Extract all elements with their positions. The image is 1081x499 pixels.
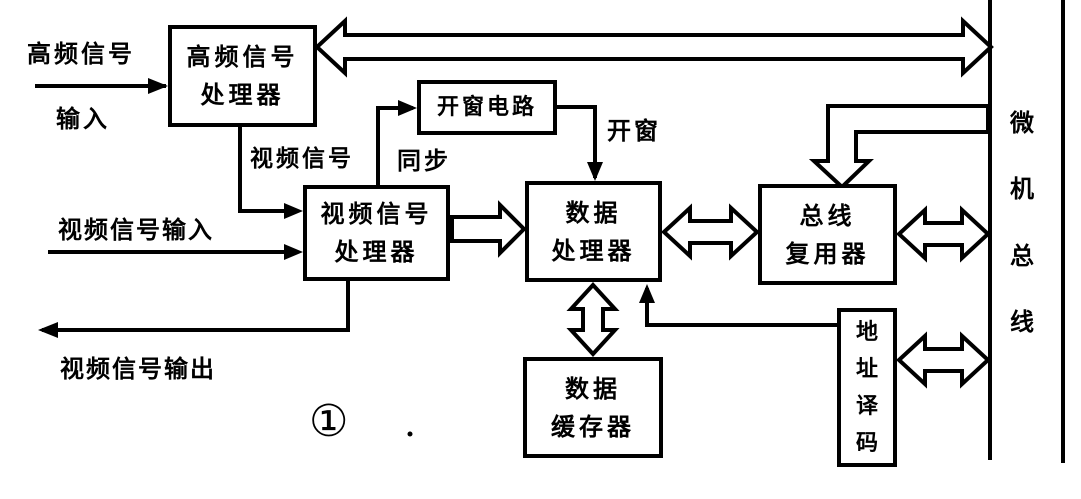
box-data-buffer-line2: 缓存器 <box>551 412 635 441</box>
box-window-circuit-label: 开窗电路 <box>436 94 537 120</box>
video-output-line <box>42 281 350 332</box>
label-hf-input-line2: 输入 <box>56 105 110 133</box>
arrowhead-sync <box>398 100 417 116</box>
box-address-decoder: 地 址 译 码 <box>837 308 897 467</box>
figure-number-marker: ① <box>309 396 349 447</box>
box-bus-multiplexer-line1: 总线 <box>799 201 856 230</box>
box-hf-signal-processor-line1: 高频信号 <box>186 43 299 71</box>
box-video-signal-processor: 视频信号 处理器 <box>303 185 450 281</box>
box-window-circuit: 开窗电路 <box>417 80 557 135</box>
label-hf-input-line1: 高频信号 <box>27 40 135 68</box>
label-window: 开窗 <box>607 117 661 145</box>
box-hf-signal-processor-line2: 处理器 <box>200 81 285 109</box>
arrowhead-video-input <box>284 244 303 260</box>
address-decode-line <box>645 288 837 327</box>
arrowhead-address-decode <box>639 284 655 303</box>
arrowhead-video-output <box>38 322 58 338</box>
box-address-decoder-char3: 译 <box>855 393 878 419</box>
bus-label-char3: 总 <box>1010 241 1034 270</box>
box-data-processor-line1: 数据 <box>565 198 622 227</box>
box-address-decoder-char1: 地 <box>855 319 878 345</box>
box-video-signal-processor-line2: 处理器 <box>334 238 419 266</box>
box-hf-signal-processor: 高频信号 处理器 <box>168 25 317 127</box>
box-video-signal-processor-line1: 视频信号 <box>320 200 433 228</box>
hf-bus-double-arrow <box>314 16 994 78</box>
window-line <box>557 105 597 178</box>
box-address-decoder-char2: 址 <box>855 356 878 382</box>
dp-bm-double-arrow <box>661 203 760 261</box>
bus-to-bm-elbow-arrow <box>808 104 990 190</box>
label-sync: 同步 <box>397 147 451 175</box>
arrowhead-video-signal <box>284 203 303 219</box>
box-data-buffer: 数据 缓存器 <box>523 357 663 458</box>
box-data-processor: 数据 处理器 <box>525 181 662 282</box>
label-video-signal: 视频信号 <box>250 146 354 172</box>
video-signal-line <box>238 127 298 213</box>
ink-speck <box>407 431 413 437</box>
bus-label-char2: 机 <box>1010 175 1034 204</box>
label-microcomputer-bus: 微 机 总 线 <box>1006 103 1038 337</box>
box-data-processor-line2: 处理器 <box>551 236 636 265</box>
box-address-decoder-char4: 码 <box>855 430 878 456</box>
box-bus-multiplexer-line2: 复用器 <box>785 239 870 268</box>
label-video-input: 视频信号输入 <box>58 216 214 244</box>
vsp-to-dp-arrow <box>450 200 527 258</box>
arrowhead-window <box>587 162 603 181</box>
box-bus-multiplexer: 总线 复用器 <box>758 184 897 285</box>
bus-label-char4: 线 <box>1010 307 1034 336</box>
box-data-buffer-line1: 数据 <box>565 374 621 403</box>
label-video-output: 视频信号输出 <box>60 355 216 383</box>
arrowhead-hf-input <box>148 78 168 94</box>
bus-label-char1: 微 <box>1010 109 1034 137</box>
bm-bus-double-arrow <box>896 205 991 263</box>
dp-buffer-double-arrow <box>566 282 620 357</box>
addr-bus-double-arrow <box>896 331 991 389</box>
